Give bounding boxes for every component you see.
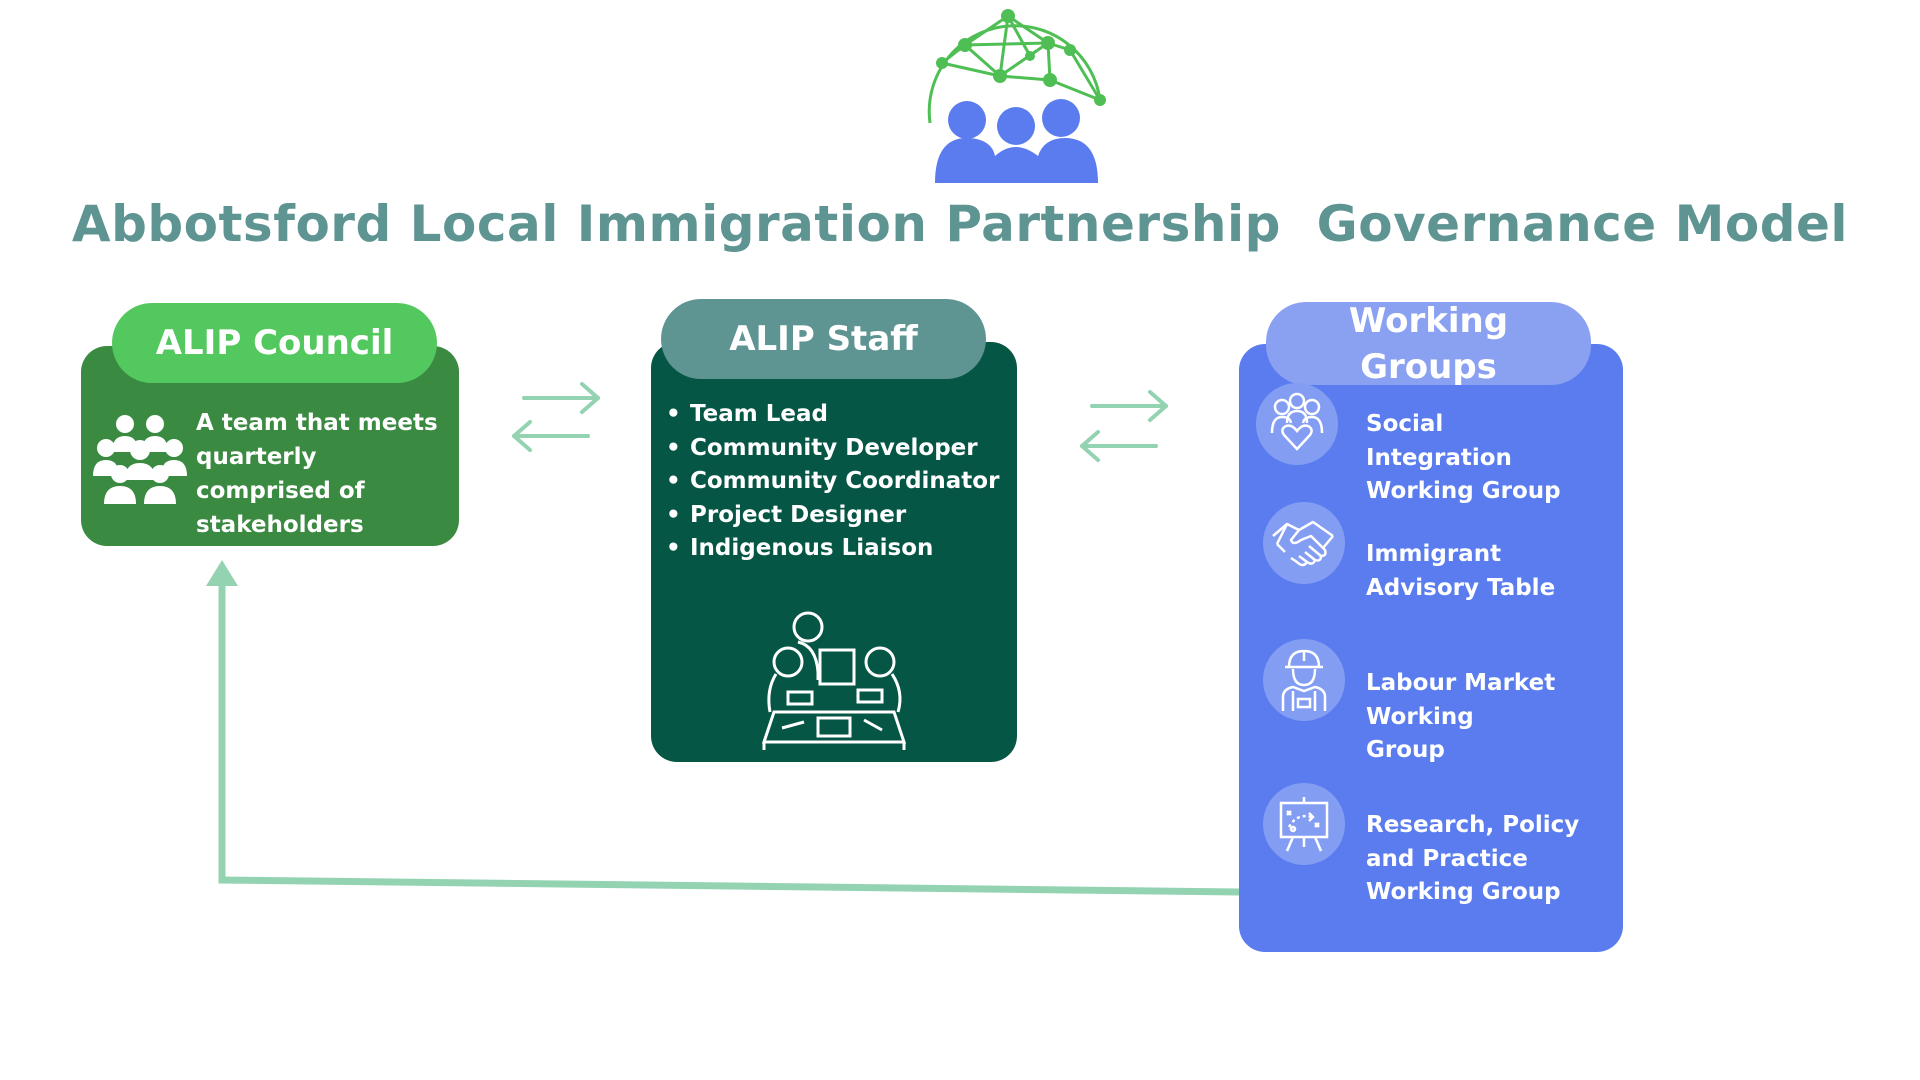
handshake-icon xyxy=(1263,502,1345,584)
staff-role-item: •Community Coordinator xyxy=(666,468,1000,494)
staff-role-item: •Indigenous Liaison xyxy=(666,535,934,561)
diagram-title: Abbotsford Local Immigration Partnership… xyxy=(71,195,1849,253)
people-heart-icon xyxy=(1256,383,1338,465)
logo-network-globe-people-icon xyxy=(927,9,1106,183)
alip-staff-card xyxy=(651,342,1017,762)
staff-role-item: •Team Lead xyxy=(666,401,828,427)
strategy-board-icon xyxy=(1263,783,1345,865)
council-staff-exchange-arrows-icon xyxy=(512,382,600,452)
staff-roles-list: •Team Lead •Community Developer •Communi… xyxy=(666,398,1000,566)
group-of-people-icon xyxy=(93,415,187,504)
meeting-table-icon xyxy=(761,611,907,750)
staff-role-item: •Project Designer xyxy=(666,501,907,528)
alip-council-description: A team that meets quarterly comprised of… xyxy=(196,410,438,538)
alip-council-header: ALIP Council xyxy=(112,303,437,383)
working-group-label: Immigrant Advisory Table xyxy=(1366,541,1556,601)
working-group-label: Research, Policy and Practice Working Gr… xyxy=(1366,812,1580,905)
worker-helmet-icon xyxy=(1263,639,1345,721)
alip-staff-header: ALIP Staff xyxy=(661,299,986,379)
working-group-label: Labour Market Working Group xyxy=(1366,670,1556,763)
staff-role-item: •Community Developer xyxy=(666,434,978,461)
staff-groups-exchange-arrows-icon xyxy=(1080,390,1168,462)
working-groups-header: Working Groups xyxy=(1266,301,1591,387)
working-group-label: Social Integration Working Group xyxy=(1366,411,1561,504)
